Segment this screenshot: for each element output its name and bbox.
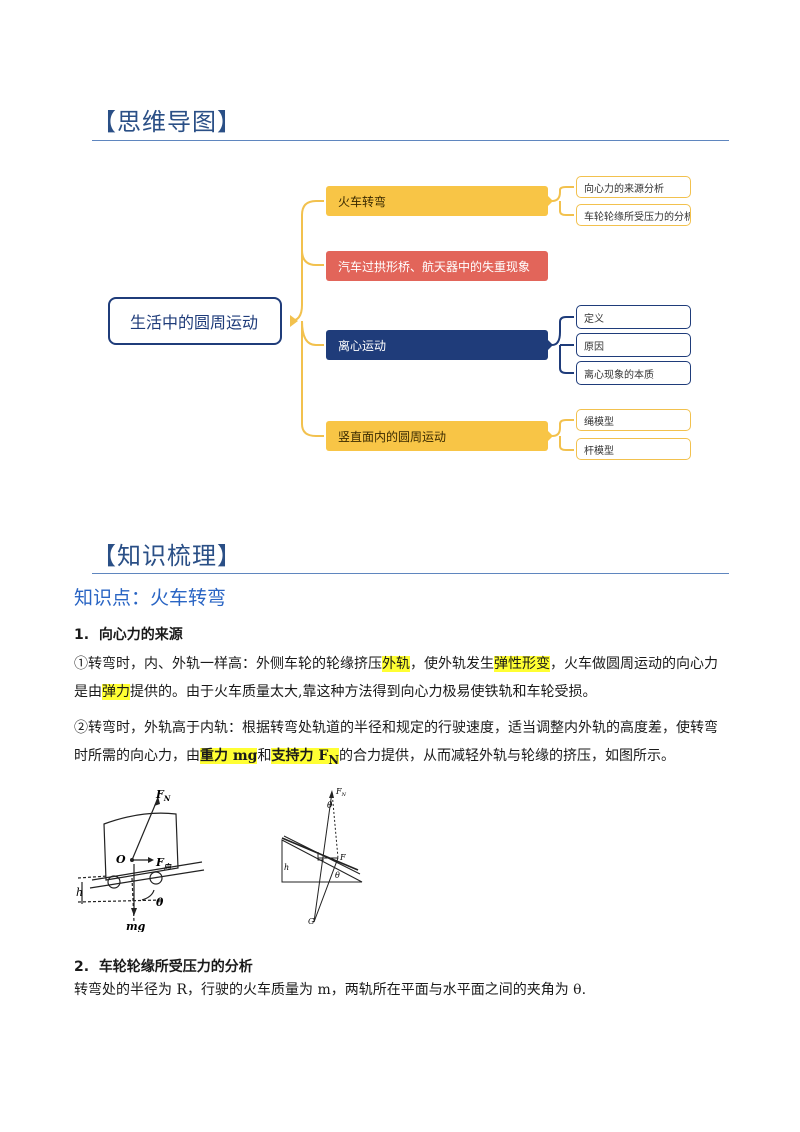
leaf-essence: 离心现象的本质 <box>576 361 691 385</box>
fig1-o-label: O <box>116 853 126 866</box>
p2-support-force-label: 支持力 F <box>271 748 329 764</box>
p2-support-force-sub: N <box>328 752 339 767</box>
s2-paragraph: 转弯处的半径为 R，行驶的火车质量为 m，两轨所在平面与水平面之间的夹角为 θ. <box>74 982 587 998</box>
leaf-rod-model: 杆模型 <box>576 438 691 460</box>
fig1-fc-sub: 向 <box>164 862 172 871</box>
s1-paragraph-2: ②转弯时，外轨高于内轨：根据转弯处轨道的半径和规定的行驶速度，适当调整内外轨的高… <box>74 714 734 774</box>
fig1-fc-text: F <box>155 856 165 869</box>
p1-text-b: ，使外轨发生 <box>410 656 494 672</box>
s1-heading: 1. 向心力的来源 <box>74 624 183 644</box>
mindmap-connectors <box>289 186 574 451</box>
p2-highlight-gravity: 重力 mg <box>200 748 258 764</box>
mindmap-root-node: 生活中的圆周运动 <box>108 297 282 345</box>
fig1-theta-label: θ <box>156 896 164 909</box>
knowledge-section-title: 【知识梳理】 <box>92 542 242 570</box>
p1-text-c: ，火车做圆周运动的向心力 <box>550 656 718 672</box>
s1-number: 1. <box>74 627 90 643</box>
p1-highlight-outer-rail: 外轨 <box>382 656 410 672</box>
leaf-wheel-flange-pressure: 车轮轮缘所受压力的分析 <box>576 204 691 226</box>
leaf-centripetal-source: 向心力的来源分析 <box>576 176 691 198</box>
figure-force-triangle: FN θ F h θ G <box>281 787 363 926</box>
p2-text-c: 和 <box>257 748 272 764</box>
fig1-fn-text: F <box>155 788 165 801</box>
leaf-definition: 定义 <box>576 305 691 329</box>
p1-text-e: 提供的。由于火车质量太大,靠这种方法得到向心力极易使铁轨和车轮受损。 <box>130 684 597 700</box>
leaf-rope-model: 绳模型 <box>576 409 691 431</box>
mindmap-section-rule <box>92 140 729 141</box>
fig2-theta-top: θ <box>327 801 333 811</box>
branch-train-turning: 火车转弯 <box>326 186 548 216</box>
knowledge-point-title: 知识点：火车转弯 <box>74 587 227 609</box>
fig1-fcentripetal-label: F向 <box>155 856 172 871</box>
p2-text-b: 时所需的向心力，由 <box>74 748 200 764</box>
p2-text-d: 的合力提供，从而减轻外轨与轮缘的挤压，如图所示。 <box>338 748 675 764</box>
mindmap-section-title: 【思维导图】 <box>92 108 242 136</box>
p1-text-d: 是由 <box>74 684 102 700</box>
s2-heading-text: 车轮轮缘所受压力的分析 <box>98 959 253 975</box>
fig1-fn-label: FN <box>155 788 171 803</box>
s2-heading: 2. 车轮轮缘所受压力的分析 <box>74 956 253 976</box>
s1-heading-text: 向心力的来源 <box>98 627 183 643</box>
fig1-fn-sub: N <box>163 794 171 803</box>
fig2-fn-text: F <box>335 787 342 796</box>
s2-number: 2. <box>74 959 90 975</box>
fig1-h-label: h <box>76 886 83 899</box>
knowledge-section-rule <box>92 573 729 574</box>
fig2-fn-sub: N <box>341 792 347 798</box>
fig2-h-label: h <box>284 863 289 872</box>
leaf-cause: 原因 <box>576 333 691 357</box>
p1-highlight-elastic-deformation: 弹性形变 <box>494 656 550 672</box>
p2-text-a: ②转弯时，外轨高于内轨：根据转弯处轨道的半径和规定的行驶速度，适当调整内外轨的高… <box>74 720 718 736</box>
branch-arch-bridge-weightlessness: 汽车过拱形桥、航天器中的失重现象 <box>326 251 548 281</box>
branch-vertical-circular-motion: 竖直面内的圆周运动 <box>326 421 548 451</box>
figure-train-forces: FN O F向 h mg θ <box>76 788 205 932</box>
p2-highlight-support-force: 支持力 FN <box>271 748 339 767</box>
s1-paragraph-1: ①转弯时，内、外轨一样高：外侧车轮的轮缘挤压外轨，使外轨发生弹性形变，火车做圆周… <box>74 650 734 706</box>
p1-highlight-elastic-force: 弹力 <box>102 684 130 700</box>
fig2-g-label: G <box>308 917 315 926</box>
fig2-fn-label: FN <box>335 787 347 798</box>
fig1-mg-label: mg <box>126 920 146 932</box>
branch-centrifugal-motion: 离心运动 <box>326 330 548 360</box>
fig2-theta-bottom: θ <box>335 871 340 880</box>
fig2-f-label: F <box>339 853 346 862</box>
p1-text-a: ①转弯时，内、外轨一样高：外侧车轮的轮缘挤压 <box>74 656 382 672</box>
